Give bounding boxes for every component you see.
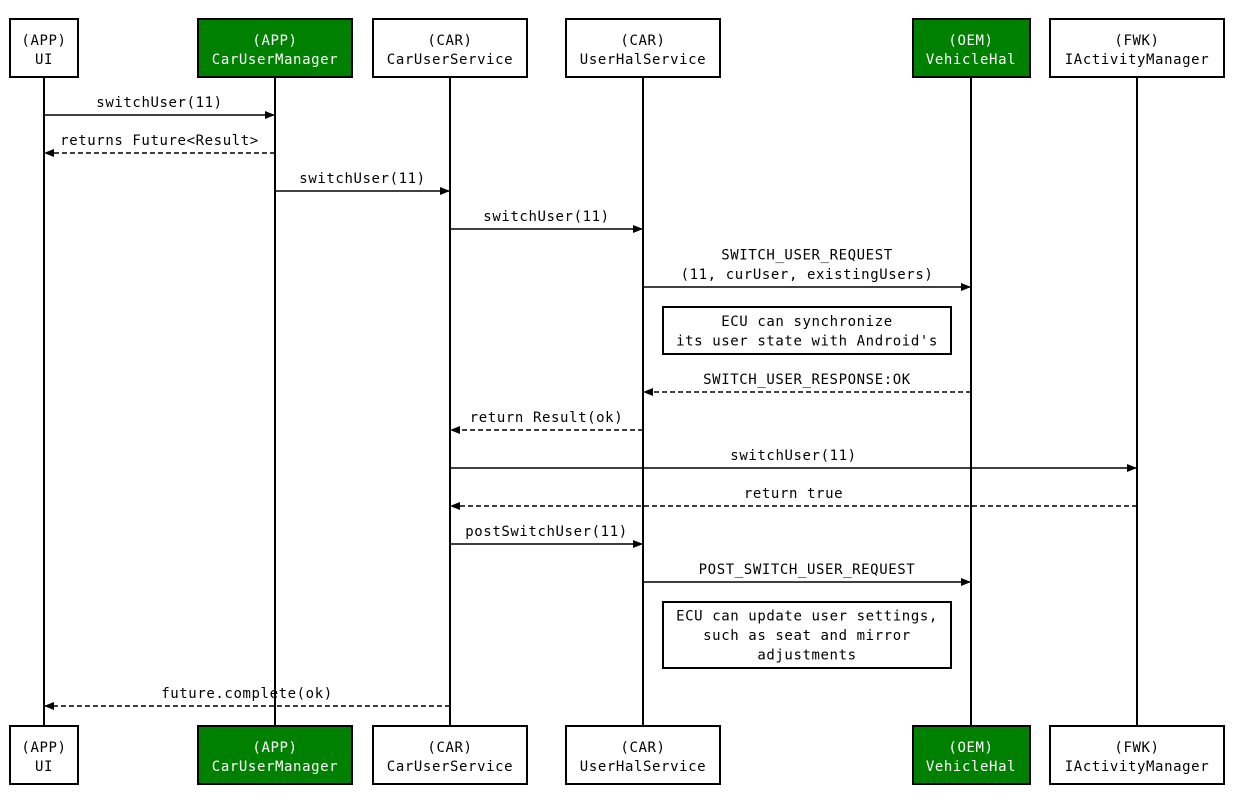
participant-uhs-bottom: (CAR) UserHalService xyxy=(565,725,721,785)
participant-ui-bottom: (APP) UI xyxy=(9,725,79,785)
participant-stereotype: (CAR) xyxy=(620,33,665,49)
message-arrow: returns Future<Result> xyxy=(44,133,275,157)
message-arrow: return Result(ok) xyxy=(450,410,643,434)
participant-cus-top: (CAR) CarUserService xyxy=(372,18,528,78)
note-text: ECU can synchronize xyxy=(721,314,893,330)
participant-name: CarUserService xyxy=(387,759,513,775)
participant-name: CarUserManager xyxy=(212,759,338,775)
participant-stereotype: (CAR) xyxy=(427,33,472,49)
participant-stereotype: (OEM) xyxy=(948,33,993,49)
note-box: ECU can synchronize its user state with A… xyxy=(662,306,952,355)
participant-cum-bottom: (APP) CarUserManager xyxy=(197,725,353,785)
participant-name: UI xyxy=(35,759,53,775)
message-arrow: SWITCH_USER_REQUEST (11, curUser, existin… xyxy=(643,248,971,291)
participant-vh-top: (OEM) VehicleHal xyxy=(912,18,1031,78)
message-label: switchUser(11) xyxy=(483,209,609,225)
message-arrow: SWITCH_USER_RESPONSE:OK xyxy=(643,372,971,396)
message-arrow: future.complete(ok) xyxy=(44,686,450,710)
message-label: returns Future<Result> xyxy=(60,133,259,149)
note-text: its user state with Android's xyxy=(676,333,938,349)
participant-stereotype: (FWK) xyxy=(1114,33,1159,49)
participant-name: UserHalService xyxy=(580,759,706,775)
message-label: SWITCH_USER_REQUEST xyxy=(721,248,893,264)
message-label: SWITCH_USER_RESPONSE:OK xyxy=(703,372,911,388)
participant-name: CarUserManager xyxy=(212,52,338,68)
participant-cus-bottom: (CAR) CarUserService xyxy=(372,725,528,785)
message-label: POST_SWITCH_USER_REQUEST xyxy=(699,562,916,578)
note-text: such as seat and mirror xyxy=(703,628,911,644)
note-text: adjustments xyxy=(757,648,856,664)
message-arrow: switchUser(11) xyxy=(44,95,275,119)
message-label: future.complete(ok) xyxy=(161,686,333,702)
participant-stereotype: (OEM) xyxy=(948,740,993,756)
participant-stereotype: (APP) xyxy=(252,33,297,49)
message-arrow: return true xyxy=(450,486,1137,510)
participant-cum-top: (APP) CarUserManager xyxy=(197,18,353,78)
participant-name: IActivityManager xyxy=(1065,52,1209,68)
participant-stereotype: (APP) xyxy=(21,33,66,49)
note-text: ECU can update user settings, xyxy=(676,609,938,625)
participant-stereotype: (CAR) xyxy=(620,740,665,756)
message-label: return Result(ok) xyxy=(470,410,624,426)
participant-name: UserHalService xyxy=(580,52,706,68)
participant-ui-top: (APP) UI xyxy=(9,18,79,78)
participant-uhs-top: (CAR) UserHalService xyxy=(565,18,721,78)
message-label: switchUser(11) xyxy=(299,171,425,187)
participant-stereotype: (APP) xyxy=(252,740,297,756)
participant-name: CarUserService xyxy=(387,52,513,68)
participant-stereotype: (CAR) xyxy=(427,740,472,756)
message-label: (11, curUser, existingUsers) xyxy=(681,267,934,283)
message-arrow: switchUser(11) xyxy=(275,171,450,195)
participant-vh-bottom: (OEM) VehicleHal xyxy=(912,725,1031,785)
participant-iam-top: (FWK) IActivityManager xyxy=(1049,18,1225,78)
message-label: switchUser(11) xyxy=(96,95,222,111)
participant-iam-bottom: (FWK) IActivityManager xyxy=(1049,725,1225,785)
message-arrow: POST_SWITCH_USER_REQUEST xyxy=(643,562,971,586)
message-arrow: switchUser(11) xyxy=(450,448,1137,472)
message-label: switchUser(11) xyxy=(730,448,856,464)
message-label: postSwitchUser(11) xyxy=(465,524,628,540)
participant-stereotype: (FWK) xyxy=(1114,740,1159,756)
participant-name: VehicleHal xyxy=(926,52,1016,68)
message-arrow: switchUser(11) xyxy=(450,209,643,233)
message-label: return true xyxy=(744,486,843,502)
message-arrow: postSwitchUser(11) xyxy=(450,524,643,548)
participant-name: VehicleHal xyxy=(926,759,1016,775)
participant-name: IActivityManager xyxy=(1065,759,1209,775)
note-box: ECU can update user settings, such as sea… xyxy=(662,601,952,669)
participant-stereotype: (APP) xyxy=(21,740,66,756)
participant-name: UI xyxy=(35,52,53,68)
